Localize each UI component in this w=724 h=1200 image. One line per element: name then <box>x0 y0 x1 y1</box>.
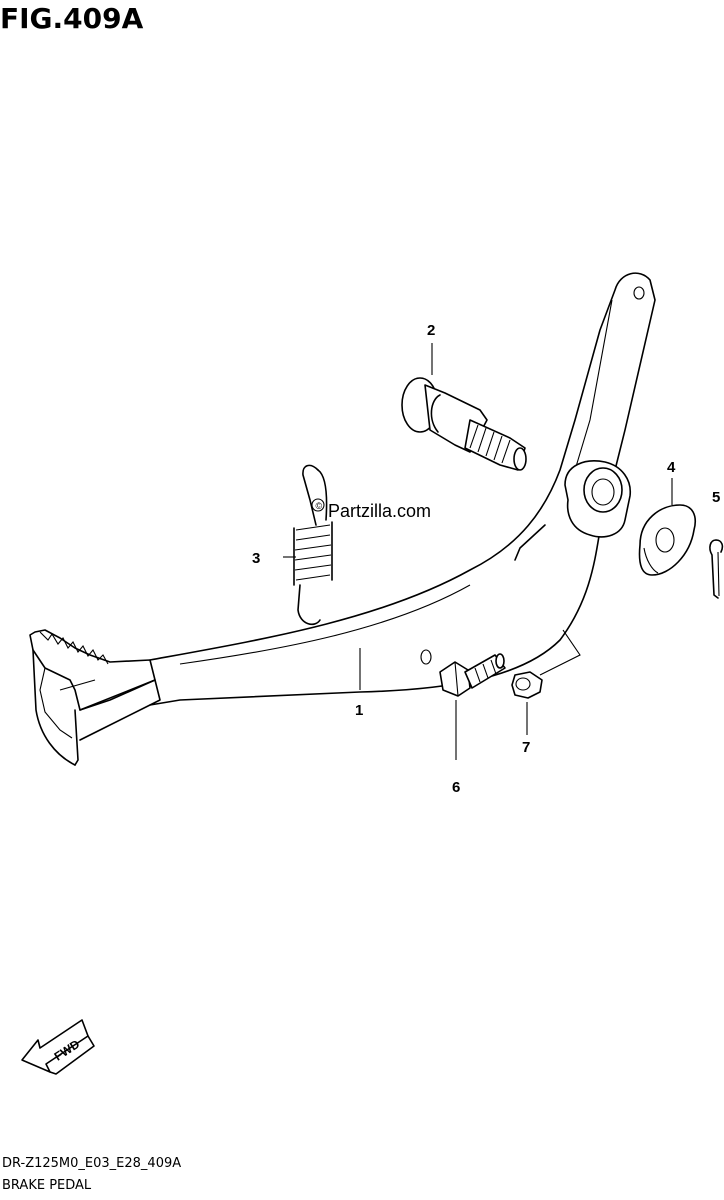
callout-5: 5 <box>712 489 720 506</box>
figure-name: BRAKE PEDAL <box>2 1178 92 1193</box>
callout-1: 1 <box>355 702 363 719</box>
lock-nut[interactable] <box>511 671 543 699</box>
washer[interactable] <box>638 504 696 576</box>
callout-3: 3 <box>252 550 260 567</box>
leader-lines <box>283 343 673 760</box>
svg-text:©: © <box>316 501 323 511</box>
stopper-bolt[interactable] <box>439 653 506 697</box>
callout-2: 2 <box>427 322 435 339</box>
fwd-arrow-icon: FWD <box>21 1019 95 1075</box>
callout-7: 7 <box>522 739 530 756</box>
watermark: © Partzilla.com <box>311 498 431 521</box>
callout-4: 4 <box>667 459 676 476</box>
brake-pedal-arm[interactable] <box>149 272 656 706</box>
callout-6: 6 <box>452 779 460 796</box>
figure-title: FIG.409A <box>0 2 144 35</box>
pedal-foot-pad <box>29 629 161 766</box>
cotter-pin[interactable] <box>709 539 724 599</box>
return-spring[interactable] <box>293 464 333 626</box>
pivot-bolt[interactable] <box>401 377 527 471</box>
model-code: DR-Z125M0_E03_E28_409A <box>2 1156 182 1171</box>
watermark-text: Partzilla.com <box>328 501 431 521</box>
